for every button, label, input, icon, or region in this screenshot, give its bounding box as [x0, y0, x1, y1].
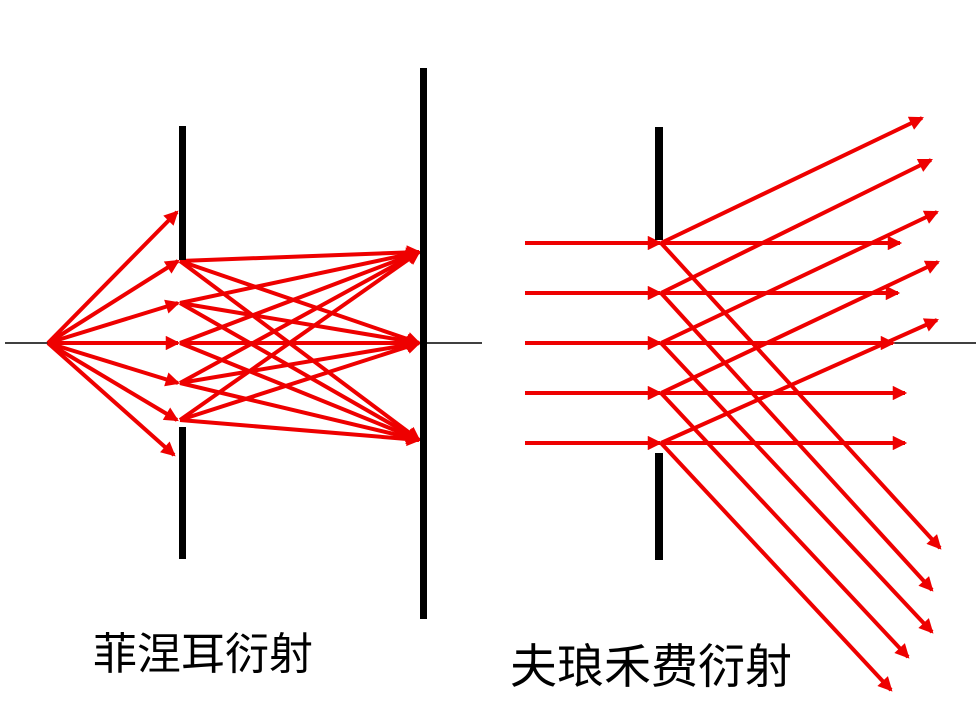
fresnel-source-ray	[47, 299, 181, 345]
fresnel-source-ray	[46, 210, 179, 345]
fresnel-wavelet-ray	[179, 418, 422, 447]
barriers-layer	[179, 68, 663, 619]
fraunhofer-upward-ray	[660, 158, 933, 295]
fresnel-wavelet-ray	[179, 301, 422, 349]
left-slit-upper-bar	[179, 126, 186, 260]
fresnel-wavelet-ray	[179, 249, 422, 345]
fresnel-source-ray	[47, 341, 181, 387]
fraunhofer-upward-ray	[660, 318, 939, 445]
fraunhofer-upward-ray	[660, 116, 924, 245]
fraunhofer-upward-ray	[660, 260, 940, 395]
fresnel-source-ray	[46, 341, 179, 422]
left-slit-lower-bar	[179, 427, 186, 559]
fraunhofer-diffraction-label: 夫琅禾费衍射	[510, 642, 792, 694]
fresnel-wavelet-ray	[179, 247, 422, 305]
fresnel-wavelet-ray	[179, 250, 421, 385]
left-screen	[420, 68, 427, 619]
fresnel-wavelet-ray	[178, 259, 421, 442]
fraunhofer-downward-ray	[659, 241, 942, 550]
fresnel-wavelet-ray	[179, 245, 422, 263]
fresnel-wavelet-ray	[179, 259, 422, 346]
fraunhofer-downward-ray	[659, 441, 893, 692]
fresnel-diffraction-label: 菲涅耳衍射	[93, 630, 313, 679]
fresnel-source-ray	[46, 259, 180, 345]
fraunhofer-upward-ray	[660, 210, 939, 345]
fresnel-wavelet-ray	[179, 337, 422, 385]
right-slit-upper-bar	[655, 127, 663, 240]
fraunhofer-downward-ray	[659, 391, 910, 659]
fraunhofer-downward-ray	[659, 341, 934, 634]
fresnel-wavelet-ray	[178, 250, 421, 422]
fresnel-source-ray	[46, 341, 176, 457]
fresnel-wavelet-ray	[179, 339, 422, 422]
right-slit-lower-bar	[655, 453, 663, 560]
fraunhofer-downward-ray	[659, 291, 934, 592]
light-rays-layer	[46, 116, 942, 692]
